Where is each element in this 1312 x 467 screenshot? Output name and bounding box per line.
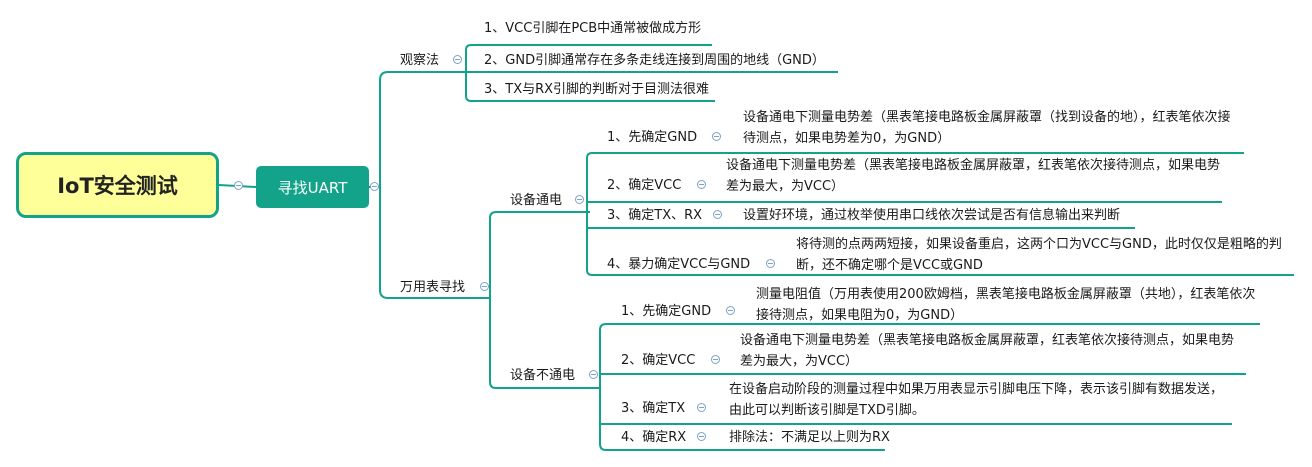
powered-step-2-note: 设备通电下测量电势差（黑表笔接电路板金属屏蔽罩，红表笔依次接待测点，如果电势差为… (726, 158, 1221, 194)
node-unpowered[interactable]: 设备不通电 (510, 368, 576, 383)
unpowered-step-3[interactable]: 3、确定TX (621, 401, 686, 416)
powered-step-4[interactable]: 4、暴力确定VCC与GND (607, 257, 751, 272)
root-collapse-icon[interactable] (234, 181, 243, 190)
unpowered-step-3-collapse-icon[interactable] (697, 403, 706, 412)
node-meter[interactable]: 万用表寻找 (400, 280, 466, 295)
line-unpowered-steps (599, 323, 1260, 451)
unpowered-step-4[interactable]: 4、确定RX (621, 430, 687, 445)
powered-collapse-icon[interactable] (575, 195, 584, 204)
unpowered-step-3-note: 在设备启动阶段的测量过程中如果万用表显示引脚电压下降，表示该引脚有数据发送，由此… (729, 382, 1224, 418)
branch-node-find-uart[interactable]: 寻找UART (256, 166, 369, 208)
line-branch-split (369, 71, 480, 299)
unpowered-step-2-collapse-icon[interactable] (711, 355, 720, 364)
unpowered-collapse-icon[interactable] (589, 370, 598, 379)
root-node[interactable]: IoT安全测试 (16, 152, 219, 218)
unpowered-step-2-note: 设备通电下测量电势差（黑表笔接电路板金属屏蔽罩，红表笔依次接待测点，如果电势差为… (740, 333, 1235, 369)
node-observe[interactable]: 观察法 (400, 53, 440, 68)
meter-collapse-icon[interactable] (480, 282, 489, 291)
observe-collapse-icon[interactable] (453, 55, 462, 64)
branch-collapse-icon[interactable] (370, 182, 379, 191)
line-observe-items (462, 44, 838, 102)
powered-step-1-collapse-icon[interactable] (712, 132, 721, 141)
observe-item-3[interactable]: 3、TX与RX引脚的判断对于目测法很难 (484, 82, 710, 97)
powered-step-4-note: 将待测的点两两短接，如果设备重启，这两个口为VCC与GND，此时仅仅是粗略的判断… (796, 237, 1282, 273)
unpowered-step-1-note: 测量电阻值（万用表使用200欧姆档，黑表笔接电路板金属屏蔽罩（共地），红表笔依次… (756, 287, 1256, 323)
node-powered[interactable]: 设备通电 (510, 193, 563, 208)
line-meter-split (480, 211, 600, 389)
unpowered-step-4-collapse-icon[interactable] (697, 432, 706, 441)
line-powered-steps (586, 152, 1294, 276)
powered-step-4-collapse-icon[interactable] (766, 259, 775, 268)
observe-item-1[interactable]: 1、VCC引脚在PCB中通常被做成方形 (484, 21, 702, 36)
powered-step-2[interactable]: 2、确定VCC (607, 178, 682, 193)
unpowered-step-4-note: 排除法：不满足以上则为RX (729, 430, 890, 445)
observe-item-2[interactable]: 2、GND引脚通常存在多条走线连接到周围的地线（GND） (484, 53, 825, 68)
powered-step-1-note: 设备通电下测量电势差（黑表笔接电路板金属屏蔽罩（找到设备的地），红表笔依次接待测… (743, 110, 1231, 146)
powered-step-2-collapse-icon[interactable] (697, 180, 706, 189)
powered-step-3-note: 设置好环境，通过枚举使用串口线依次尝试是否有信息输出来判断 (743, 208, 1121, 223)
unpowered-step-1-collapse-icon[interactable] (726, 306, 735, 315)
unpowered-step-1[interactable]: 1、先确定GND (621, 304, 712, 319)
unpowered-step-2[interactable]: 2、确定VCC (621, 353, 696, 368)
powered-step-1[interactable]: 1、先确定GND (607, 130, 698, 145)
powered-step-3[interactable]: 3、确定TX、RX (607, 208, 703, 223)
powered-step-3-collapse-icon[interactable] (713, 210, 722, 219)
